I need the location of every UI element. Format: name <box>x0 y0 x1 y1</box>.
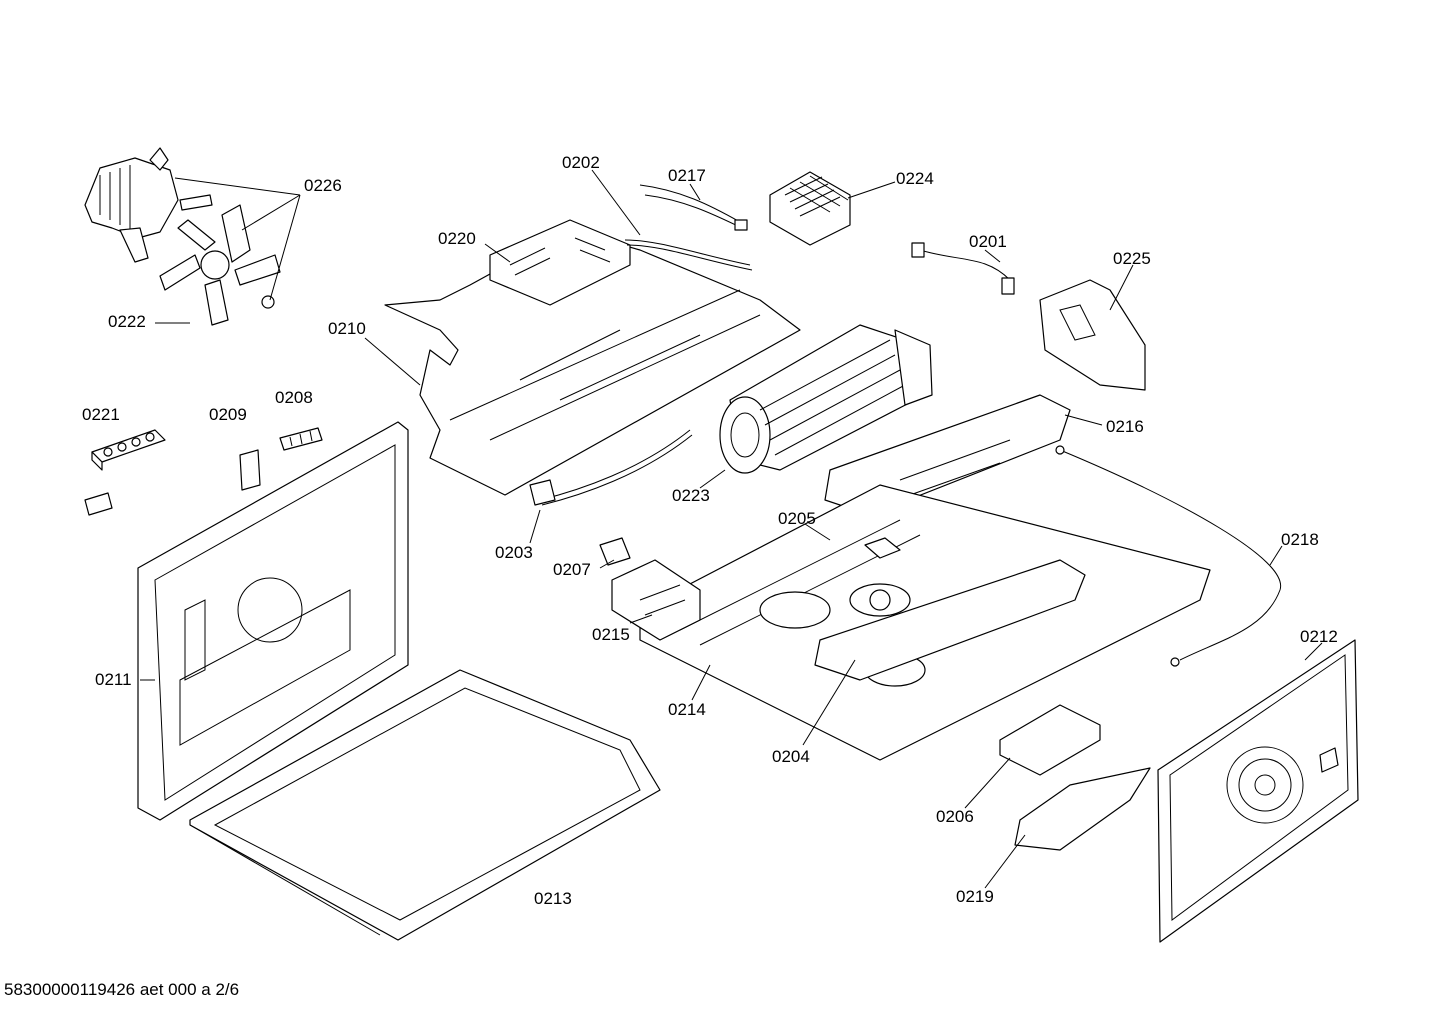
label-0216: 0216 <box>1106 417 1144 436</box>
filter-block-part <box>769 171 851 246</box>
label-0202: 0202 <box>562 153 600 172</box>
cable-harness-0217 <box>639 184 748 231</box>
bottom-tray-0213 <box>189 669 661 941</box>
label-0218: 0218 <box>1281 530 1319 549</box>
label-0208: 0208 <box>275 388 313 407</box>
label-0209: 0209 <box>209 405 247 424</box>
fan-blade-part <box>159 204 281 326</box>
label-0211: 0211 <box>95 670 132 689</box>
document-id-footer: 58300000119426 aet 000 a 2/6 <box>4 980 240 999</box>
small-clip-part <box>239 449 261 491</box>
label-0201: 0201 <box>969 232 1007 251</box>
part-labels: 0226 0222 0202 0217 0224 0201 0225 0220 … <box>82 153 1338 908</box>
front-panel-0212 <box>1157 639 1359 943</box>
label-0221: 0221 <box>82 405 120 424</box>
module-0206 <box>999 704 1101 776</box>
label-0206: 0206 <box>936 807 974 826</box>
upper-frame-part <box>384 219 801 496</box>
label-0212: 0212 <box>1300 627 1338 646</box>
label-0217: 0217 <box>668 166 706 185</box>
label-0223: 0223 <box>672 486 710 505</box>
label-0213: 0213 <box>534 889 572 908</box>
label-0204: 0204 <box>772 747 810 766</box>
label-0205: 0205 <box>778 509 816 528</box>
label-0214: 0214 <box>668 700 706 719</box>
label-0215: 0215 <box>592 625 630 644</box>
label-0207: 0207 <box>553 560 591 579</box>
label-0219: 0219 <box>956 887 994 906</box>
cable-harness-0202 <box>624 239 753 271</box>
clip-0205 <box>864 537 901 559</box>
fan-motor-part <box>84 147 213 263</box>
back-panel-0211 <box>137 421 409 821</box>
label-0224: 0224 <box>896 169 934 188</box>
air-duct-part <box>824 394 1071 516</box>
trough-0219 <box>1014 767 1151 851</box>
label-0225: 0225 <box>1113 249 1151 268</box>
cable-0218 <box>1055 445 1282 667</box>
bracket-0225 <box>1039 279 1146 391</box>
wire-0201 <box>911 242 1015 295</box>
connector-block-part <box>279 427 323 451</box>
leader-lines <box>140 169 1323 889</box>
switch-bank-part <box>84 429 166 516</box>
label-0210: 0210 <box>328 319 366 338</box>
cable-harness-0203 <box>529 429 693 506</box>
label-0222: 0222 <box>108 312 146 331</box>
bottom-plate-part <box>639 484 1211 761</box>
label-0203: 0203 <box>495 543 533 562</box>
tangential-fan-part <box>719 324 933 474</box>
label-0220: 0220 <box>438 229 476 248</box>
transformer-0215 <box>611 559 701 641</box>
label-0226: 0226 <box>304 176 342 195</box>
connector-0207 <box>599 537 631 566</box>
